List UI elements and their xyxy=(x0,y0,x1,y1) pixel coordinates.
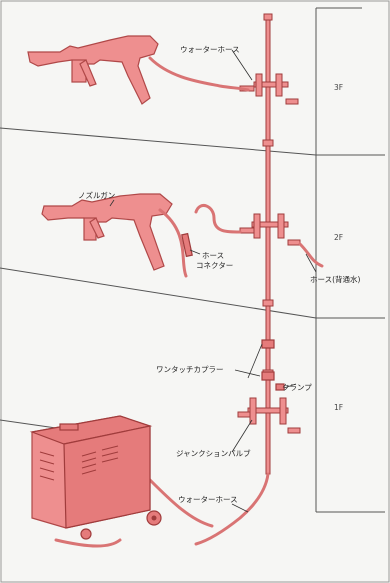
hose-connector-2f xyxy=(181,232,193,258)
label-one-touch-coupler: ワンタッチカプラー xyxy=(156,365,224,374)
label-hose-back: ホース(背通水) xyxy=(310,274,361,284)
hose-front xyxy=(54,538,122,548)
hose-2f-back xyxy=(298,242,324,268)
hose-2f-a xyxy=(158,208,188,278)
nozzle-gun-3f xyxy=(27,35,159,105)
label-nozzle-gun: ノズルガン xyxy=(78,190,115,200)
hose-from-machine xyxy=(148,478,214,528)
floor-label-3f: 3F xyxy=(334,83,343,92)
nozzle-gun-2f xyxy=(41,193,173,271)
hose-3f xyxy=(148,56,250,92)
one-touch-coupler-lower xyxy=(261,371,275,381)
leader-lines xyxy=(109,49,317,513)
label-hose-connector: ホース コネクター xyxy=(196,251,233,270)
clamp-part xyxy=(275,383,285,391)
label-junction-valve: ジャンクションバルブ xyxy=(176,448,251,458)
junction-valve-1f xyxy=(237,397,301,434)
pump-unit xyxy=(29,415,162,540)
label-water-hose-top: ウォーターホース xyxy=(180,45,240,54)
floor-label-2f: 2F xyxy=(334,233,343,242)
building-outline xyxy=(0,7,385,513)
label-water-hose-bottom: ウォーターホース xyxy=(178,495,238,504)
water-hose-lower xyxy=(194,472,270,546)
junction-valve-2f xyxy=(239,213,301,246)
label-clamp: クランプ xyxy=(282,383,312,392)
floor-label-1f: 1F xyxy=(334,403,343,412)
one-touch-coupler-upper xyxy=(261,339,275,349)
hose-2f-b xyxy=(194,203,242,234)
